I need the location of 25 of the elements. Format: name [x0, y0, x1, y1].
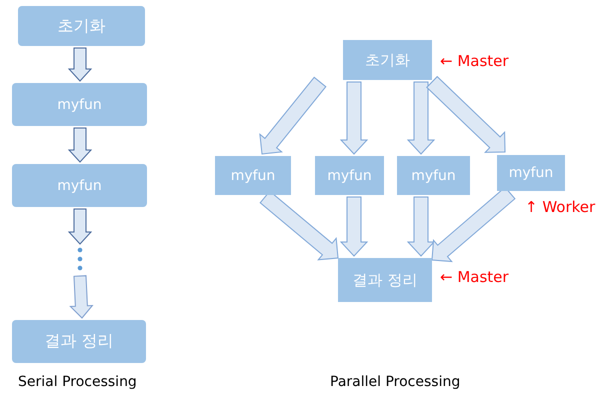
process-box: myfun: [397, 156, 470, 195]
caption-text: Parallel Processing: [330, 374, 460, 390]
block-arrow: [68, 208, 92, 245]
block-arrow: [69, 275, 94, 319]
block-arrow: [406, 196, 436, 257]
process-box: myfun: [497, 155, 565, 191]
role-label: ← Master: [440, 52, 509, 70]
block-arrow: [340, 196, 368, 257]
role-label: ↑ Worker: [525, 198, 596, 216]
block-arrow: [68, 128, 92, 163]
block-arrow: [68, 48, 92, 82]
process-box: 결과 정리: [338, 258, 432, 302]
block-arrow: [259, 76, 326, 155]
block-arrow: [426, 76, 506, 153]
process-box: 초기화: [343, 40, 432, 80]
process-box: myfun: [315, 156, 384, 195]
process-box: myfun: [12, 83, 147, 126]
block-arrow: [340, 82, 368, 155]
caption-text: Serial Processing: [18, 374, 137, 390]
process-box: myfun: [215, 156, 291, 195]
role-label: ← Master: [440, 268, 509, 286]
process-box: 초기화: [18, 6, 145, 46]
block-arrow: [406, 82, 436, 155]
process-box: myfun: [12, 164, 147, 207]
process-box: 결과 정리: [12, 320, 146, 363]
